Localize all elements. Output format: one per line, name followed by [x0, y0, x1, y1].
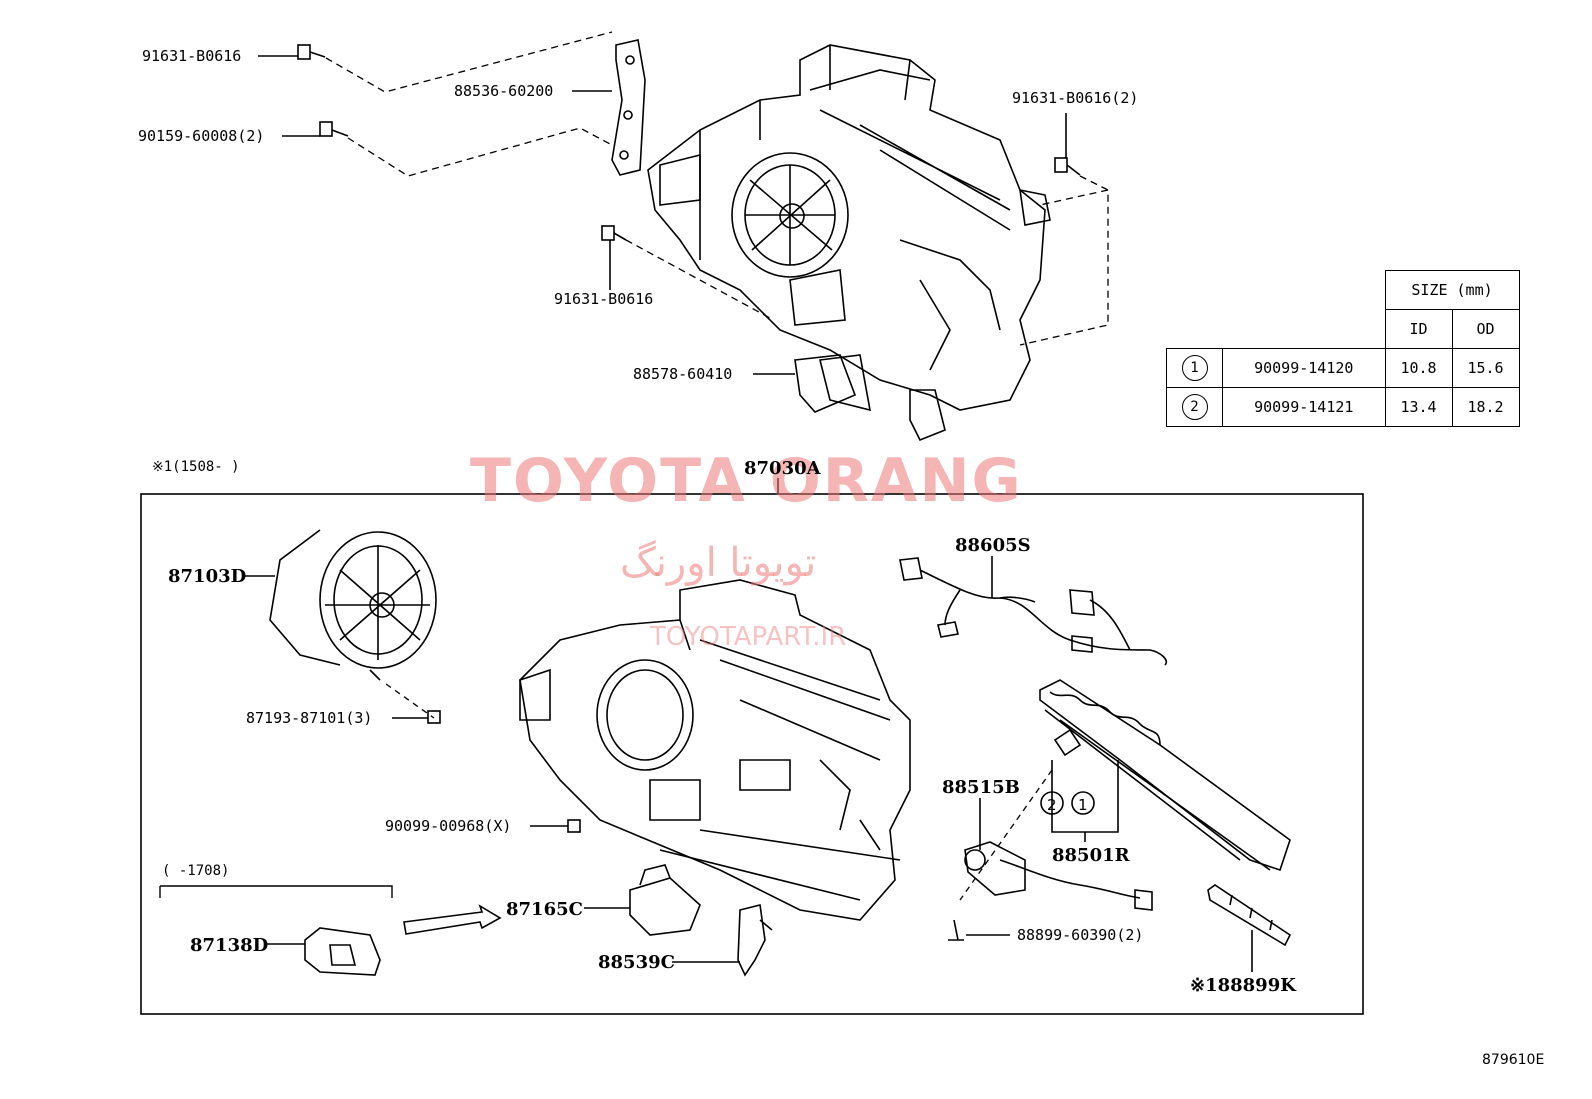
- resistor-87138D: [304, 927, 381, 976]
- row-mark-circle: 1: [1181, 355, 1208, 381]
- label-91631-right[interactable]: 91631-B0616(2): [1012, 89, 1139, 107]
- size-table-row: 1 90099-14120 10.8 15.6: [1166, 348, 1520, 388]
- row-od: 18.2: [1451, 387, 1520, 427]
- row-od: 15.6: [1451, 348, 1520, 388]
- label-90159[interactable]: 90159-60008(2): [138, 127, 265, 145]
- figure-code: 879610E: [1482, 1052, 1545, 1068]
- label-91631-top[interactable]: 91631-B0616: [142, 47, 242, 65]
- top-dashed-lines: [325, 31, 1109, 346]
- size-table-row: 2 90099-14121 13.4 18.2: [1166, 387, 1520, 427]
- label-88899-60390[interactable]: 88899-60390(2): [1017, 926, 1144, 944]
- harness-88605S: [899, 557, 1168, 666]
- size-table-header: SIZE (mm): [1384, 270, 1520, 310]
- label-91631-mid[interactable]: 91631-B0616: [554, 290, 654, 308]
- resistor-87165C: [629, 864, 701, 936]
- label-90099-00968[interactable]: 90099-00968(X): [385, 817, 512, 835]
- watermark-persian: تویوتا اورنگ: [620, 540, 817, 586]
- size-table: SIZE (mm) ID OD 1 90099-14120 10.8 15.6 …: [1166, 270, 1520, 427]
- label-87193[interactable]: 87193-87101(3): [246, 709, 373, 727]
- label-87165C[interactable]: 87165C: [506, 899, 583, 920]
- watermark-site: TOYOTAPART.IR: [650, 622, 847, 652]
- clip-88899K: [1207, 884, 1292, 947]
- row-part-number[interactable]: 90099-14121: [1222, 387, 1386, 427]
- row-id: 13.4: [1384, 387, 1453, 427]
- label-88501R[interactable]: 88501R: [1052, 845, 1130, 866]
- label-88536[interactable]: 88536-60200: [454, 82, 554, 100]
- label-88899K[interactable]: ※188899K: [1190, 975, 1296, 996]
- callout-circle-1: 1: [1078, 796, 1088, 814]
- evaporator-88501R: [1039, 679, 1291, 872]
- label-88515B[interactable]: 88515B: [942, 777, 1020, 798]
- row-id: 10.8: [1384, 348, 1453, 388]
- assembly-frame: [140, 493, 1364, 1015]
- size-table-col-id: ID: [1384, 309, 1453, 349]
- row-mark-circle: 2: [1181, 394, 1208, 420]
- label-88605S[interactable]: 88605S: [955, 535, 1031, 556]
- range-note-top: ※1(1508- ): [152, 459, 240, 475]
- top-blower-assembly: [297, 39, 1081, 442]
- label-87138D[interactable]: 87138D: [190, 935, 269, 956]
- callout-circle-2: 2: [1047, 796, 1057, 814]
- label-88578[interactable]: 88578-60410: [633, 365, 733, 383]
- top-leader-lines: [258, 55, 1067, 375]
- row-part-number[interactable]: 90099-14120: [1222, 348, 1386, 388]
- lower-housing-87030A: [519, 579, 911, 921]
- range-note-bottom: ( -1708): [162, 863, 230, 879]
- fan-motor-87103D: [245, 529, 437, 681]
- watermark-brand: TOYOTA ORANG: [470, 446, 1023, 516]
- label-87103D[interactable]: 87103D: [168, 566, 247, 587]
- label-87030A[interactable]: 87030A: [744, 458, 821, 479]
- thermistor-88515B: [964, 841, 1153, 911]
- size-table-col-od: OD: [1451, 309, 1520, 349]
- label-88539C[interactable]: 88539C: [598, 952, 675, 973]
- sensor-88539C: [737, 904, 773, 977]
